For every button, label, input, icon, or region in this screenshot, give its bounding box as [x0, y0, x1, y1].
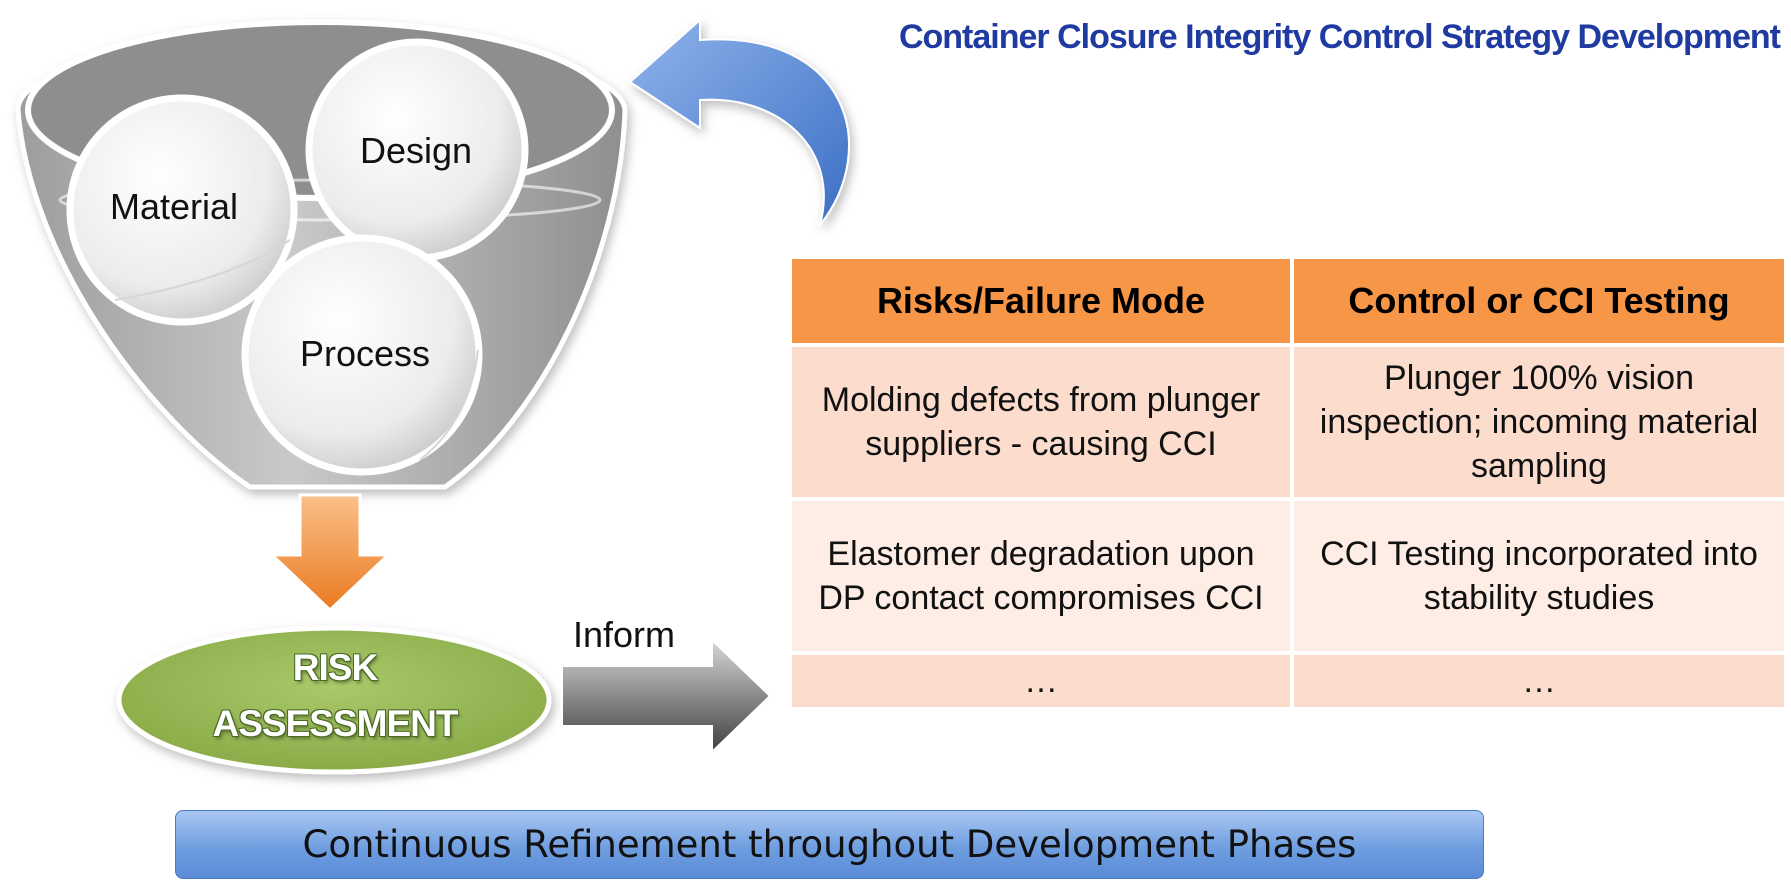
circle-process: [241, 234, 483, 476]
circle-label-design: Design: [360, 130, 473, 171]
diagram-title: Container Closure Integrity Control Stra…: [898, 18, 1781, 56]
circle-label-process: Process: [300, 333, 431, 374]
risk-assessment-line2: ASSESSMENT: [212, 703, 459, 744]
inform-label: Inform: [573, 614, 676, 655]
table-row: … …: [792, 655, 1784, 707]
inform-arrow: [561, 637, 772, 755]
cell-risk: Elastomer degradation upon DP contact co…: [792, 501, 1290, 651]
down-arrow: [268, 493, 392, 613]
circle-label-material: Material: [110, 186, 239, 227]
cell-control: Plunger 100% vision inspection; incoming…: [1294, 347, 1784, 497]
risk-control-table: Risks/Failure Mode Control or CCI Testin…: [788, 255, 1788, 711]
bar-label: Continuous Refinement throughout Develop…: [302, 823, 1357, 866]
risk-assessment-shape: [116, 625, 552, 775]
continuous-refinement-bar: Continuous Refinement throughout Develop…: [175, 810, 1484, 879]
header-risks: Risks/Failure Mode: [792, 259, 1290, 343]
cell-control: CCI Testing incorporated into stability …: [1294, 501, 1784, 651]
cell-risk: …: [792, 655, 1290, 707]
table-row: Molding defects from plunger suppliers -…: [792, 347, 1784, 497]
risk-assessment-line1: RISK: [292, 647, 378, 688]
cell-risk: Molding defects from plunger suppliers -…: [792, 347, 1290, 497]
risk-assessment-label: RISK ASSESSMENT: [120, 640, 550, 752]
header-control: Control or CCI Testing: [1294, 259, 1784, 343]
circle-material: [66, 94, 298, 326]
table-header-row: Risks/Failure Mode Control or CCI Testin…: [792, 259, 1784, 343]
table-row: Elastomer degradation upon DP contact co…: [792, 501, 1784, 651]
cell-control: …: [1294, 655, 1784, 707]
curved-return-arrow: [628, 17, 850, 226]
